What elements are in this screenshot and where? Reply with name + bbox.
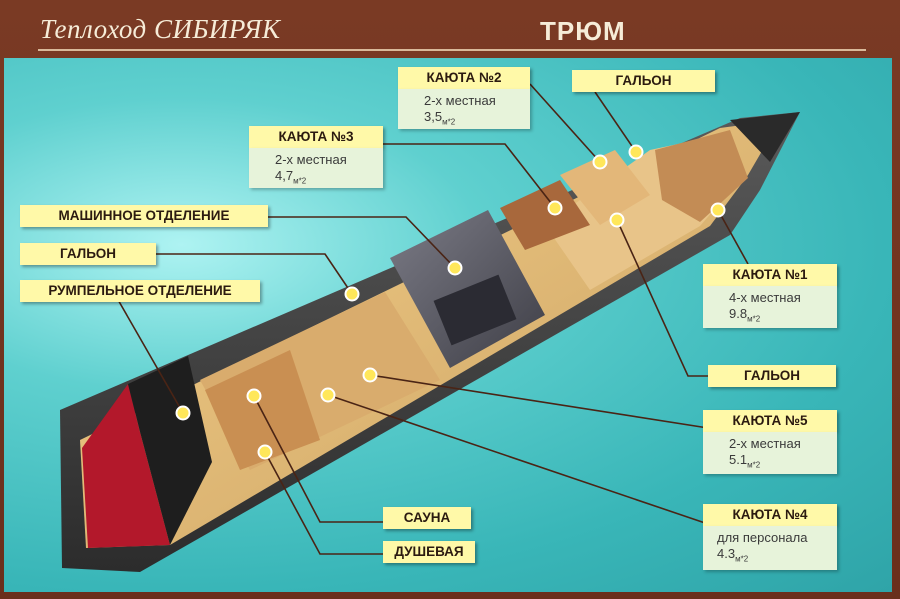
leader-rudder: [116, 297, 184, 414]
leader-cabin2: [529, 83, 601, 163]
sauna-shower-area: [205, 350, 320, 470]
area-cabin4: 4.3м*2: [717, 546, 749, 564]
cabin2-area: [560, 150, 650, 225]
ship-title: Теплоход СИБИРЯК: [40, 14, 280, 45]
section-title: ТРЮМ: [540, 16, 626, 46]
label-cabin3: КАЮТА №3: [249, 126, 383, 148]
leader-cabin3: [383, 143, 556, 209]
label-cabin2: КАЮТА №2: [398, 67, 530, 89]
capacity-cabin2: 2-х местная: [424, 93, 496, 108]
label-cabin4: КАЮТА №4: [703, 504, 837, 526]
marker-wc-top: [628, 144, 644, 160]
leader-shower: [264, 451, 383, 555]
header-divider: [38, 49, 866, 51]
marker-cabin1: [710, 202, 726, 218]
leader-cabin1: [717, 209, 749, 265]
marker-cabin4: [320, 387, 336, 403]
marker-cabin3: [547, 200, 563, 216]
marker-cabin5: [362, 367, 378, 383]
leader-cabin5: [369, 374, 709, 429]
marker-rudder: [175, 405, 191, 421]
engine-block: [433, 274, 517, 346]
label-engine: МАШИННОЕ ОТДЕЛЕНИЕ: [20, 205, 268, 227]
area-cabin3: 4,7м*2: [275, 168, 307, 186]
area-cabin5: 5.1м*2: [729, 452, 761, 470]
marker-sauna: [246, 388, 262, 404]
rudder-compartment-area: [82, 384, 170, 548]
info-cabin2: 2-х местная 3,5м*2: [398, 89, 530, 129]
info-cabin3: 2-х местная 4,7м*2: [249, 148, 383, 188]
marker-wc-left: [344, 286, 360, 302]
label-wc-top: ГАЛЬОН: [572, 70, 715, 92]
marker-wc-right: [609, 212, 625, 228]
label-cabin5: КАЮТА №5: [703, 410, 837, 432]
leader-sauna: [253, 395, 383, 523]
label-wc-right: ГАЛЬОН: [708, 365, 836, 387]
cabin1-area: [655, 130, 748, 222]
ship-prefix: Теплоход: [40, 14, 154, 44]
cabin3-area: [500, 180, 590, 250]
ship-name: СИБИРЯК: [153, 14, 281, 44]
leader-engine: [268, 216, 456, 269]
info-cabin4: для персонала 4.3м*2: [703, 526, 837, 570]
marker-engine: [447, 260, 463, 276]
label-cabin1: КАЮТА №1: [703, 264, 837, 286]
capacity-cabin4: для персонала: [717, 530, 808, 545]
marker-cabin2: [592, 154, 608, 170]
leader-lines: [116, 83, 749, 555]
label-rudder: РУМПЕЛЬНОЕ ОТДЕЛЕНИЕ: [20, 280, 260, 302]
bow: [730, 112, 800, 162]
leader-wc-right: [616, 219, 708, 377]
label-sauna: САУНА: [383, 507, 471, 529]
leader-wc-top: [594, 91, 637, 153]
room-markers: [175, 144, 726, 460]
info-cabin5: 2-х местная 5.1м*2: [703, 432, 837, 474]
capacity-cabin3: 2-х местная: [275, 152, 347, 167]
marker-shower: [257, 444, 273, 460]
info-cabin1: 4-х местная 9.8м*2: [703, 286, 837, 328]
capacity-cabin1: 4-х местная: [729, 290, 801, 305]
area-cabin2: 3,5м*2: [424, 109, 456, 127]
capacity-cabin5: 2-х местная: [729, 436, 801, 451]
label-wc-left: ГАЛЬОН: [20, 243, 156, 265]
leader-wc-left: [156, 253, 353, 295]
rudder-compartment-dark: [128, 356, 212, 545]
area-cabin1: 9.8м*2: [729, 306, 761, 324]
label-shower: ДУШЕВАЯ: [383, 541, 475, 563]
leader-cabin4: [327, 394, 709, 525]
